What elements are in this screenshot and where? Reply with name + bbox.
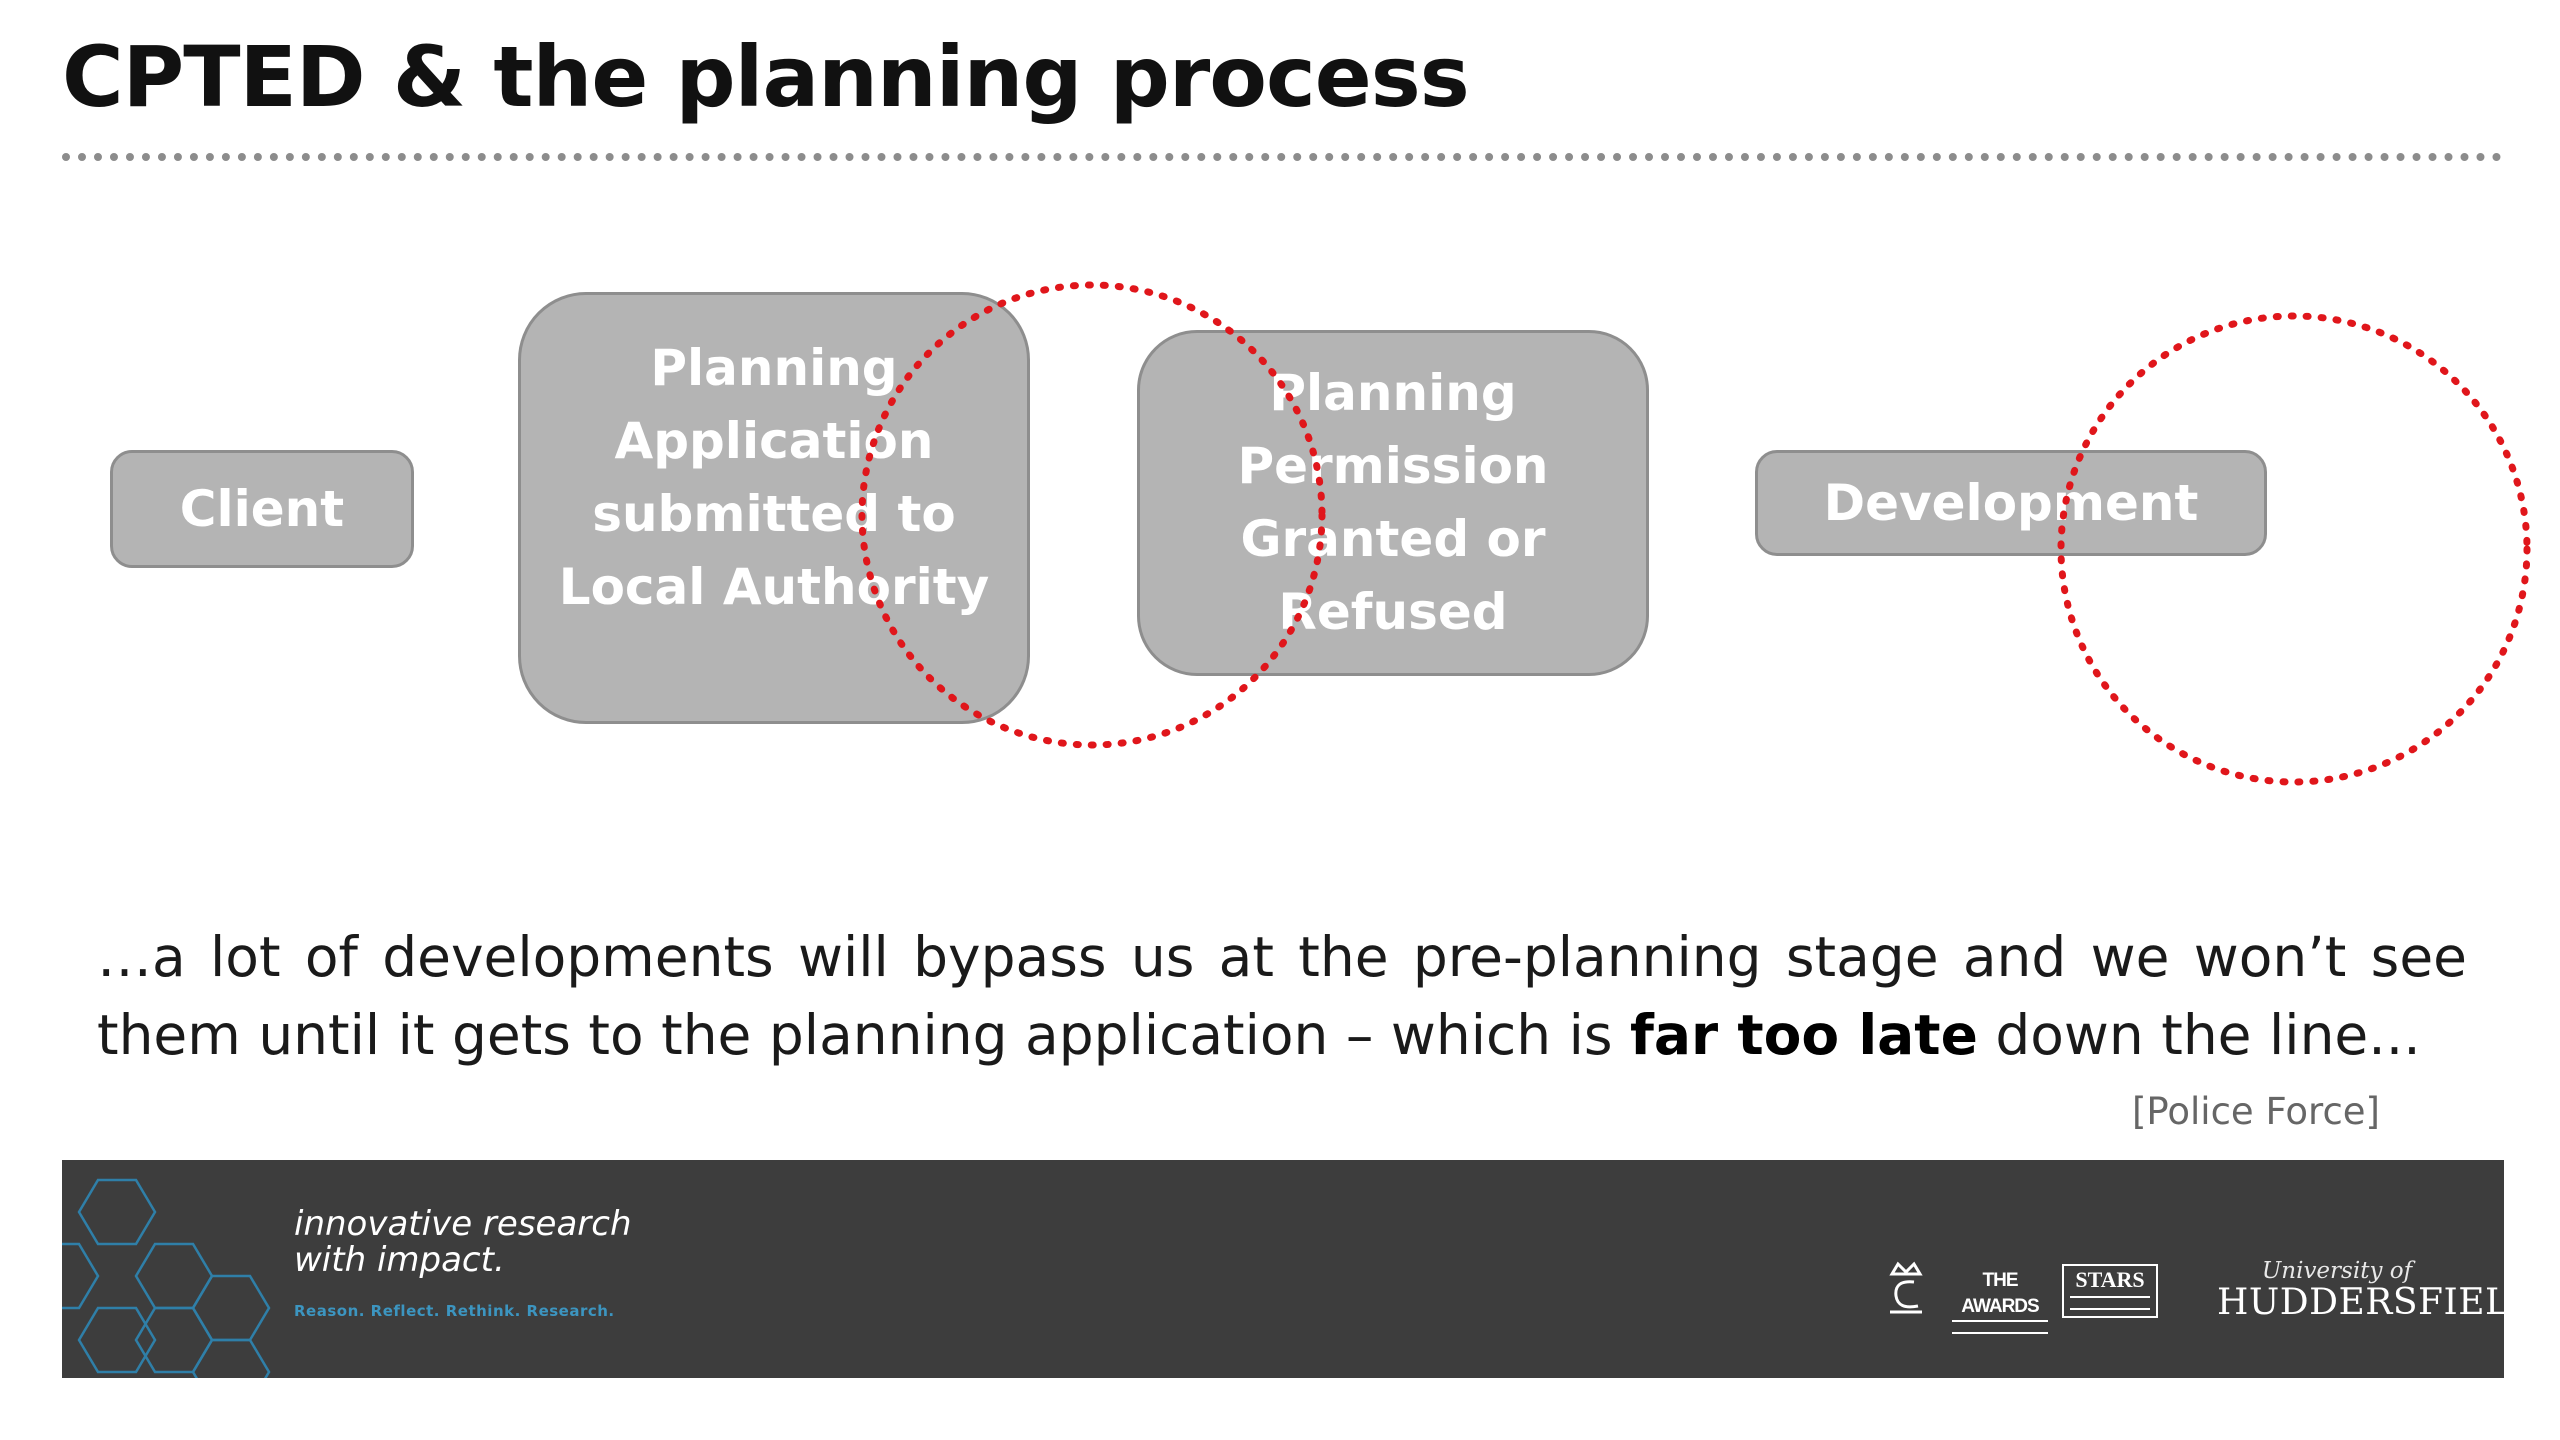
tagline-line2: with impact. [294, 1240, 505, 1280]
the-awards-text: THE AWARDS [1952, 1268, 2048, 1322]
tagline-sub: Reason. Reflect. Rethink. Research. [294, 1302, 615, 1320]
qs-stars-logo: STARS [2062, 1264, 2158, 1318]
crown-crest-icon [1889, 1261, 1923, 1314]
quote-text-after: down the line... [1977, 1003, 2421, 1067]
flow-step-planning-application: Planning Application submitted to Local … [518, 292, 1030, 724]
university-logo-line1: University of [2261, 1258, 2413, 1284]
slide-title: CPTED & the planning process [62, 28, 1470, 126]
quote-text: …a lot of developments will bypass us at… [97, 918, 2467, 1074]
award-underline [1952, 1326, 2048, 1334]
stars-rule [2070, 1296, 2150, 1310]
flow-step-label: Planning Application submitted to Local … [558, 339, 990, 616]
flow-step-label: Client [179, 479, 345, 538]
quote-text-before: …a lot of developments will bypass us at… [97, 925, 2467, 1067]
the-awards-logo: THE AWARDS [1952, 1268, 2048, 1334]
flow-step-client: Client [110, 450, 414, 568]
university-logo-line2: HUDDERSFIELD [2217, 1282, 2504, 1323]
quote-attribution: [Police Force] [2131, 1090, 2380, 1133]
qs-stars-text: STARS [2075, 1267, 2145, 1292]
footer-tagline: innovative research with impact. [294, 1206, 632, 1278]
tagline-line1: innovative research [294, 1204, 632, 1244]
quote-emphasis: far too late [1630, 1003, 1978, 1067]
footer-banner: innovative research with impact. Reason.… [62, 1160, 2504, 1378]
hexagon-pattern-icon [62, 1178, 271, 1378]
flow-step-planning-permission: Planning Permission Granted or Refused [1137, 330, 1649, 676]
title-divider [62, 153, 2502, 161]
flow-step-label: Development [1823, 473, 2199, 532]
flow-step-development: Development [1755, 450, 2267, 556]
flow-step-label: Planning Permission Granted or Refused [1237, 364, 1549, 641]
